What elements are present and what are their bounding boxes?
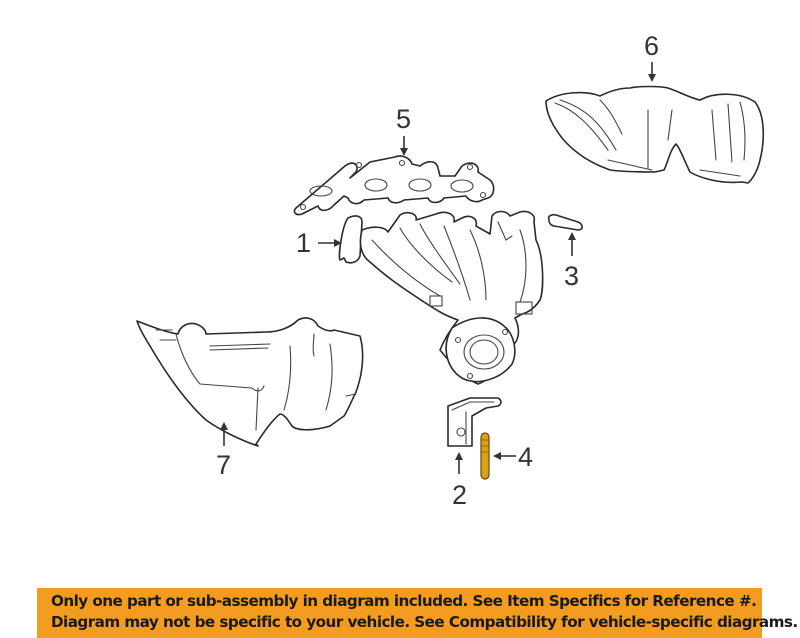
part-4-bolt-highlighted bbox=[480, 432, 490, 480]
part-1-exhaust-manifold bbox=[338, 210, 544, 385]
part-3-stud bbox=[547, 213, 583, 231]
disclaimer-line-2: Diagram may not be specific to your vehi… bbox=[51, 613, 798, 631]
disclaimer-banner: Only one part or sub-assembly in diagram… bbox=[37, 588, 798, 638]
part-2-bracket bbox=[447, 397, 502, 447]
disclaimer-line-1: Only one part or sub-assembly in diagram… bbox=[51, 592, 757, 610]
callout-label-1: 1 bbox=[296, 228, 311, 258]
callout-label-5: 5 bbox=[396, 104, 411, 134]
callout-label-6: 6 bbox=[644, 31, 659, 61]
callout-label-3: 3 bbox=[564, 261, 579, 291]
part-5-gasket bbox=[293, 155, 495, 216]
callout-label-7: 7 bbox=[216, 450, 231, 480]
callout-label-4: 4 bbox=[518, 442, 533, 472]
part-7-lower-heat-shield bbox=[136, 317, 364, 447]
callout-arrows bbox=[220, 62, 656, 474]
callout-label-2: 2 bbox=[452, 480, 467, 510]
part-6-upper-heat-shield bbox=[545, 85, 765, 184]
